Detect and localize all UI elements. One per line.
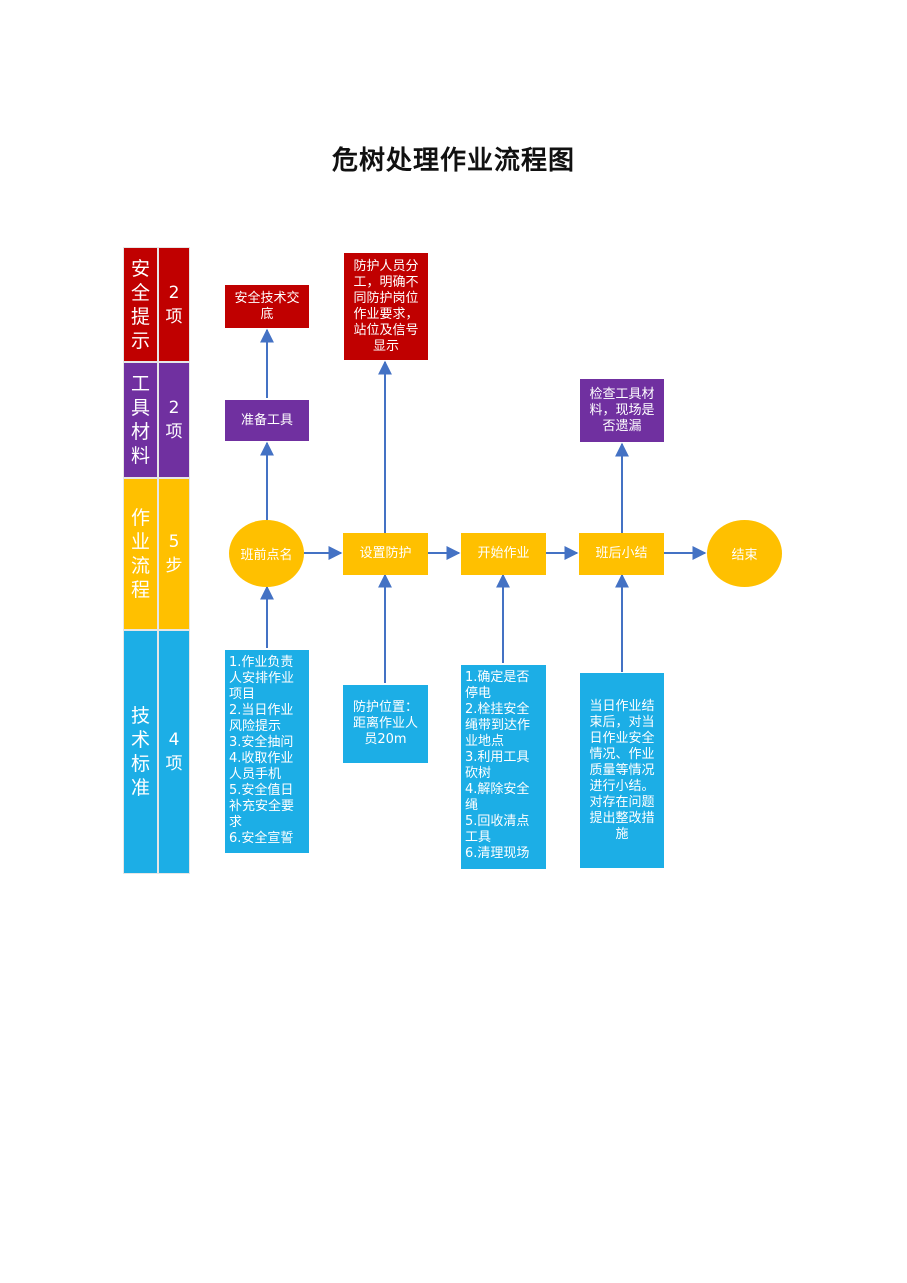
legend-tools-name: 工具材料	[123, 362, 158, 478]
standards-work-item: 3.利用工具砍树	[465, 750, 530, 781]
legend-flow-count-label: 5步	[165, 532, 183, 576]
page-title: 危树处理作业流程图	[331, 146, 575, 176]
legend-safety-name: 安全提示	[123, 247, 158, 362]
standards-summary-box: 当日作业结束后，对当日作业安全情况、作业质量等情况进行小结。对存在问题提出整改措…	[580, 673, 664, 868]
standards-rollcall-item: 4.收取作业人员手机	[229, 751, 294, 782]
legend-safety-count-label: 2项	[165, 282, 183, 327]
standards-rollcall-item: 3.安全抽问	[229, 735, 294, 750]
flow-step-work: 开始作业	[461, 533, 546, 575]
flow-step-summary: 班后小结	[579, 533, 664, 575]
flow-step-rollcall: 班前点名	[229, 520, 304, 587]
flow-step-end: 结束	[707, 520, 782, 587]
legend-standards-label: 技术标准	[130, 705, 150, 799]
standards-rollcall-item: 1.作业负责人安排作业项目	[229, 655, 295, 702]
legend-flow-label: 作业流程	[130, 507, 150, 601]
safety-protection-roles-box: 防护人员分工，明确不同防护岗位作业要求，站位及信号显示	[344, 253, 428, 360]
legend-flow-count: 5步	[158, 478, 190, 630]
standards-work-item: 2.栓挂安全绳带到达作业地点	[465, 702, 531, 749]
legend-tools-count: 2项	[158, 362, 190, 478]
standards-protection-position-box: 防护位置：距离作业人员20m	[343, 685, 428, 763]
standards-work-item: 5.回收清点工具	[465, 814, 530, 845]
legend-safety-label: 安全提示	[130, 257, 150, 352]
standards-work-item: 1.确定是否停电	[465, 670, 530, 701]
tools-check-box: 检查工具材料，现场是否遗漏	[580, 379, 664, 442]
standards-rollcall-item: 5.安全值日补充安全要求	[229, 783, 295, 830]
safety-briefing-box: 安全技术交底	[225, 285, 309, 328]
legend-tools-label: 工具材料	[130, 373, 150, 467]
standards-rollcall-item: 2.当日作业风险提示	[229, 703, 294, 734]
tools-prepare-box: 准备工具	[225, 400, 309, 441]
standards-work-box: 1.确定是否停电 2.栓挂安全绳带到达作业地点 3.利用工具砍树 4.解除安全绳…	[461, 665, 546, 869]
standards-rollcall-item: 6.安全宣誓	[229, 831, 294, 846]
legend-safety-count: 2项	[158, 247, 190, 362]
standards-work-item: 4.解除安全绳	[465, 782, 530, 813]
legend-standards-count: 4项	[158, 630, 190, 874]
standards-rollcall-box: 1.作业负责人安排作业项目 2.当日作业风险提示 3.安全抽问 4.收取作业人员…	[225, 650, 309, 853]
legend-tools-count-label: 2项	[165, 398, 183, 442]
flow-step-protection: 设置防护	[343, 533, 428, 575]
legend-standards-count-label: 4项	[165, 730, 183, 774]
legend-flow-name: 作业流程	[123, 478, 158, 630]
legend-standards-name: 技术标准	[123, 630, 158, 874]
standards-work-item: 6.清理现场	[465, 846, 530, 861]
